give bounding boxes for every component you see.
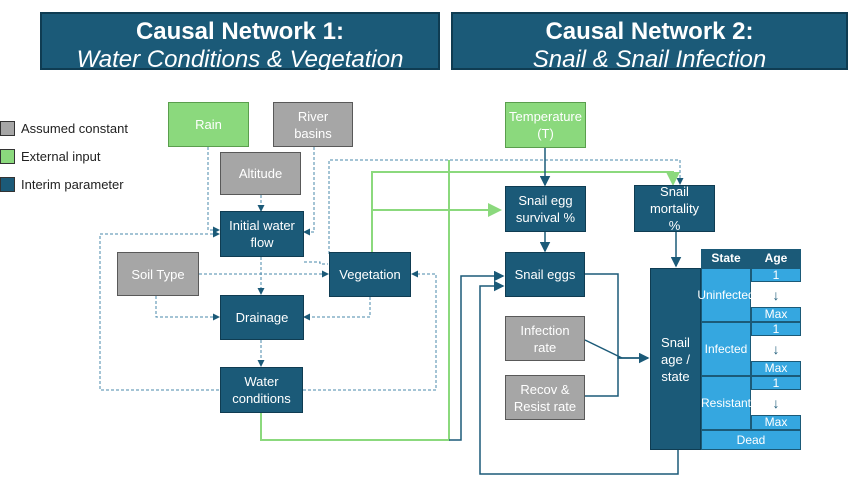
- node-snail-eggs: Snail eggs: [505, 252, 585, 297]
- age-arrow: ↓: [772, 394, 780, 411]
- age-start: 1: [751, 268, 801, 282]
- legend-swatch-dark: [0, 177, 15, 192]
- legend-label: Interim parameter: [21, 177, 124, 192]
- header-subtitle: Snail & Snail Infection: [532, 46, 767, 73]
- header-title: Causal Network 1:: [135, 18, 345, 45]
- node-drainage: Drainage: [220, 295, 304, 340]
- edge-initial-veg: [304, 261, 328, 265]
- header-network-2: Causal Network 2: Snail & Snail Infectio…: [451, 12, 848, 73]
- node-infection-rate: Infection rate: [505, 316, 585, 361]
- node-altitude: Altitude: [220, 152, 301, 195]
- age-end: Max: [751, 415, 801, 430]
- header-title: Causal Network 2:: [545, 18, 754, 45]
- edge-water-loop-right: [303, 270, 437, 391]
- edge-soil-drainage: [155, 296, 220, 321]
- state-uninfected: Uninfected: [697, 268, 755, 322]
- edge-recov-state: [585, 352, 650, 397]
- edge-veg-drainage: [303, 297, 371, 321]
- edge-rain-initial: [207, 147, 220, 234]
- header-subtitle: Water Conditions & Vegetation: [76, 46, 404, 73]
- age-end: Max: [751, 307, 801, 322]
- age-end: Max: [751, 361, 801, 376]
- age-header: Age: [751, 249, 801, 268]
- edge-water-eggs: [449, 270, 505, 441]
- legend-swatch-grey: [0, 121, 15, 136]
- node-river-basins: River basins: [273, 102, 353, 147]
- node-water-conditions: Water conditions: [220, 367, 303, 413]
- age-arrow: ↓: [772, 286, 780, 303]
- legend-interim-parameter: Interim parameter: [0, 177, 124, 192]
- age-start: 1: [751, 322, 801, 336]
- edge-water-snaileggs: [260, 160, 450, 441]
- legend-swatch-green: [0, 149, 15, 164]
- node-initial-water-flow: Initial water flow: [220, 211, 304, 257]
- node-soil-type: Soil Type: [117, 252, 199, 296]
- node-rain: Rain: [168, 102, 249, 147]
- node-snail-egg-survival: Snail egg survival %: [505, 186, 586, 232]
- edge-infection-state: [584, 339, 623, 359]
- legend-assumed-constant: Assumed constant: [0, 121, 128, 136]
- edge-temp-mortality: [371, 171, 680, 252]
- edge-river-initial: [303, 147, 315, 236]
- age-start: 1: [751, 376, 801, 390]
- legend-external-input: External input: [0, 149, 101, 164]
- state-dead: Dead: [701, 430, 801, 450]
- node-vegetation: Vegetation: [329, 252, 411, 297]
- edge-state-loop: [479, 280, 679, 475]
- legend-label: Assumed constant: [21, 121, 128, 136]
- node-snail-age-state: Snail age / state: [650, 268, 701, 450]
- state-resistant: Resistant: [701, 376, 751, 430]
- legend-label: External input: [21, 149, 101, 164]
- node-temperature: Temperature (T): [505, 102, 586, 148]
- state-header: State: [701, 249, 751, 268]
- header-network-1: Causal Network 1: Water Conditions & Veg…: [40, 12, 440, 73]
- edge-water-loop-left: [99, 230, 220, 391]
- state-infected: Infected: [701, 322, 751, 376]
- node-recov-resist-rate: Recov & Resist rate: [505, 375, 585, 420]
- edge-veg-top: [328, 159, 684, 254]
- age-arrow: ↓: [772, 340, 780, 357]
- node-snail-mortality: Snail mortality %: [634, 184, 715, 233]
